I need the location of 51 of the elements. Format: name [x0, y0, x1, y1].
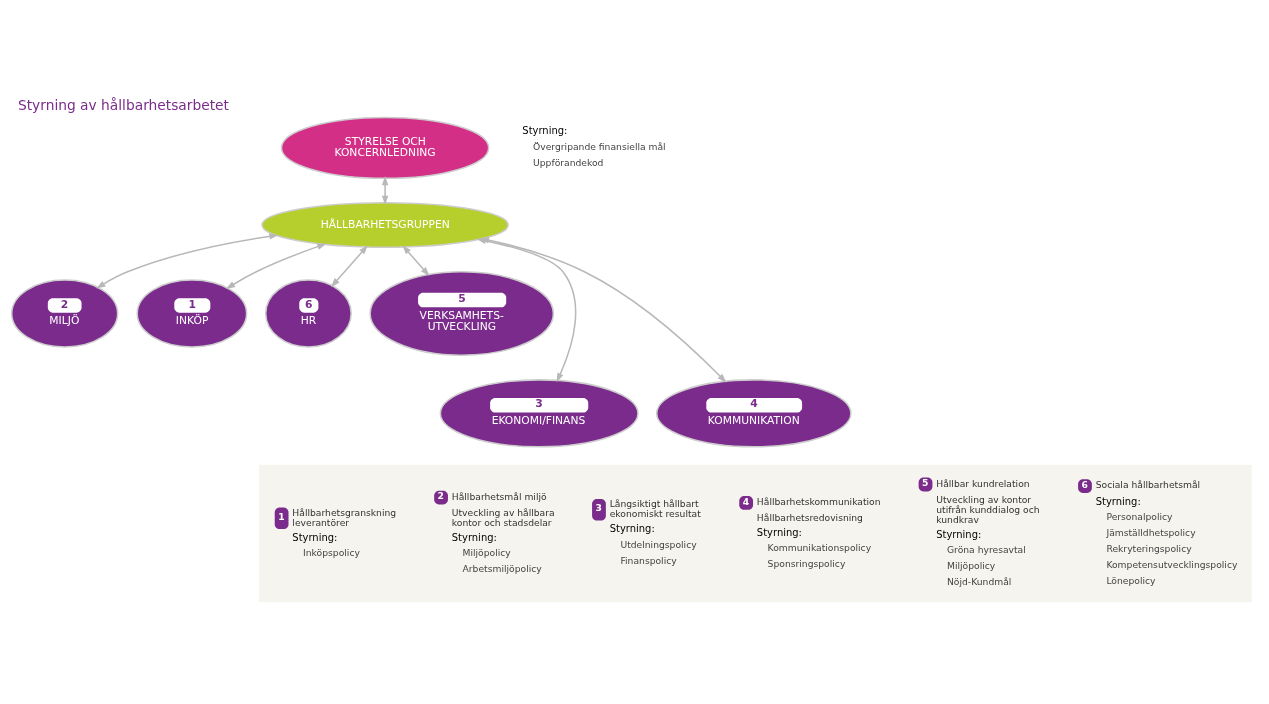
arrow — [331, 245, 368, 288]
label: 5 — [922, 477, 929, 489]
label: Utdelningspolicy — [620, 538, 697, 550]
label: Rekryteringspolicy — [1106, 543, 1192, 555]
diagram-title: Styrning av hållbarhetsarbetet — [17, 97, 229, 114]
label: Finanspolicy — [620, 554, 677, 566]
arrow — [402, 245, 430, 277]
node-ellipse: 5 VERKSAMHETS- UTVECKLING — [369, 271, 555, 356]
label: Styrning: — [936, 528, 982, 540]
label: Hållbarhetsgranskning leverantörer — [292, 506, 397, 528]
label: Kompetensutvecklingspolicy — [1106, 559, 1238, 571]
node-box — [259, 464, 1252, 603]
label: Styrning: — [292, 531, 338, 543]
label: Gröna hyresavtal — [946, 543, 1026, 555]
label: Övergripande finansiella mål — [533, 140, 666, 152]
node-ellipse: STYRELSE OCH KONCERNLEDNING — [280, 116, 490, 180]
label: 1 — [278, 510, 285, 522]
arrow — [225, 243, 327, 290]
label: Personalpolicy — [1106, 510, 1173, 522]
label: Styrning: — [756, 527, 802, 539]
label: Styrning: — [522, 125, 568, 137]
label: Hållbarhetsredovisning — [756, 512, 863, 524]
arrow — [381, 176, 389, 205]
label: 6 — [1081, 478, 1088, 490]
label: Jämställdhetspolicy — [1106, 527, 1196, 539]
label: Styrning: — [609, 523, 655, 535]
label: Kommunikationspolicy — [767, 542, 872, 554]
label: Miljöpolicy — [462, 546, 511, 558]
label: Nöjd-Kundmål — [946, 576, 1012, 588]
label: Hållbarhetskommunikation — [756, 496, 881, 508]
label: Lönepolicy — [1106, 575, 1156, 587]
label: Sponsringspolicy — [767, 558, 846, 570]
arrow — [479, 236, 727, 383]
label: Uppförandekod — [533, 156, 604, 168]
node-ellipse: 4 KOMMUNIKATION — [655, 379, 852, 448]
label: Utveckling av hållbara kontor och stadsdelar — [451, 506, 555, 528]
label: Sociala hållbarhetsmål — [1095, 479, 1201, 491]
label: Hållbarhetsmål miljö — [451, 490, 547, 502]
label: Utveckling av kontor utifrån kunddialog och kundkrav — [936, 493, 1040, 525]
label: Inköpspolicy — [303, 546, 360, 558]
node-ellipse: 3 EKONOMI/FINANS — [439, 379, 639, 448]
label: Styrning: — [1095, 495, 1141, 507]
label: 4 — [742, 495, 750, 507]
label: Långsiktigt hållbart ekonomiskt resultat — [609, 498, 701, 520]
label: Arbetsmiljöpolicy — [462, 563, 542, 575]
label: Miljöpolicy — [946, 559, 996, 571]
label: 3 — [595, 502, 602, 514]
label: 2 — [437, 490, 445, 502]
label: Hållbar kundrelation — [936, 477, 1030, 489]
arrow — [96, 233, 279, 289]
label: Styrning: — [451, 531, 497, 543]
